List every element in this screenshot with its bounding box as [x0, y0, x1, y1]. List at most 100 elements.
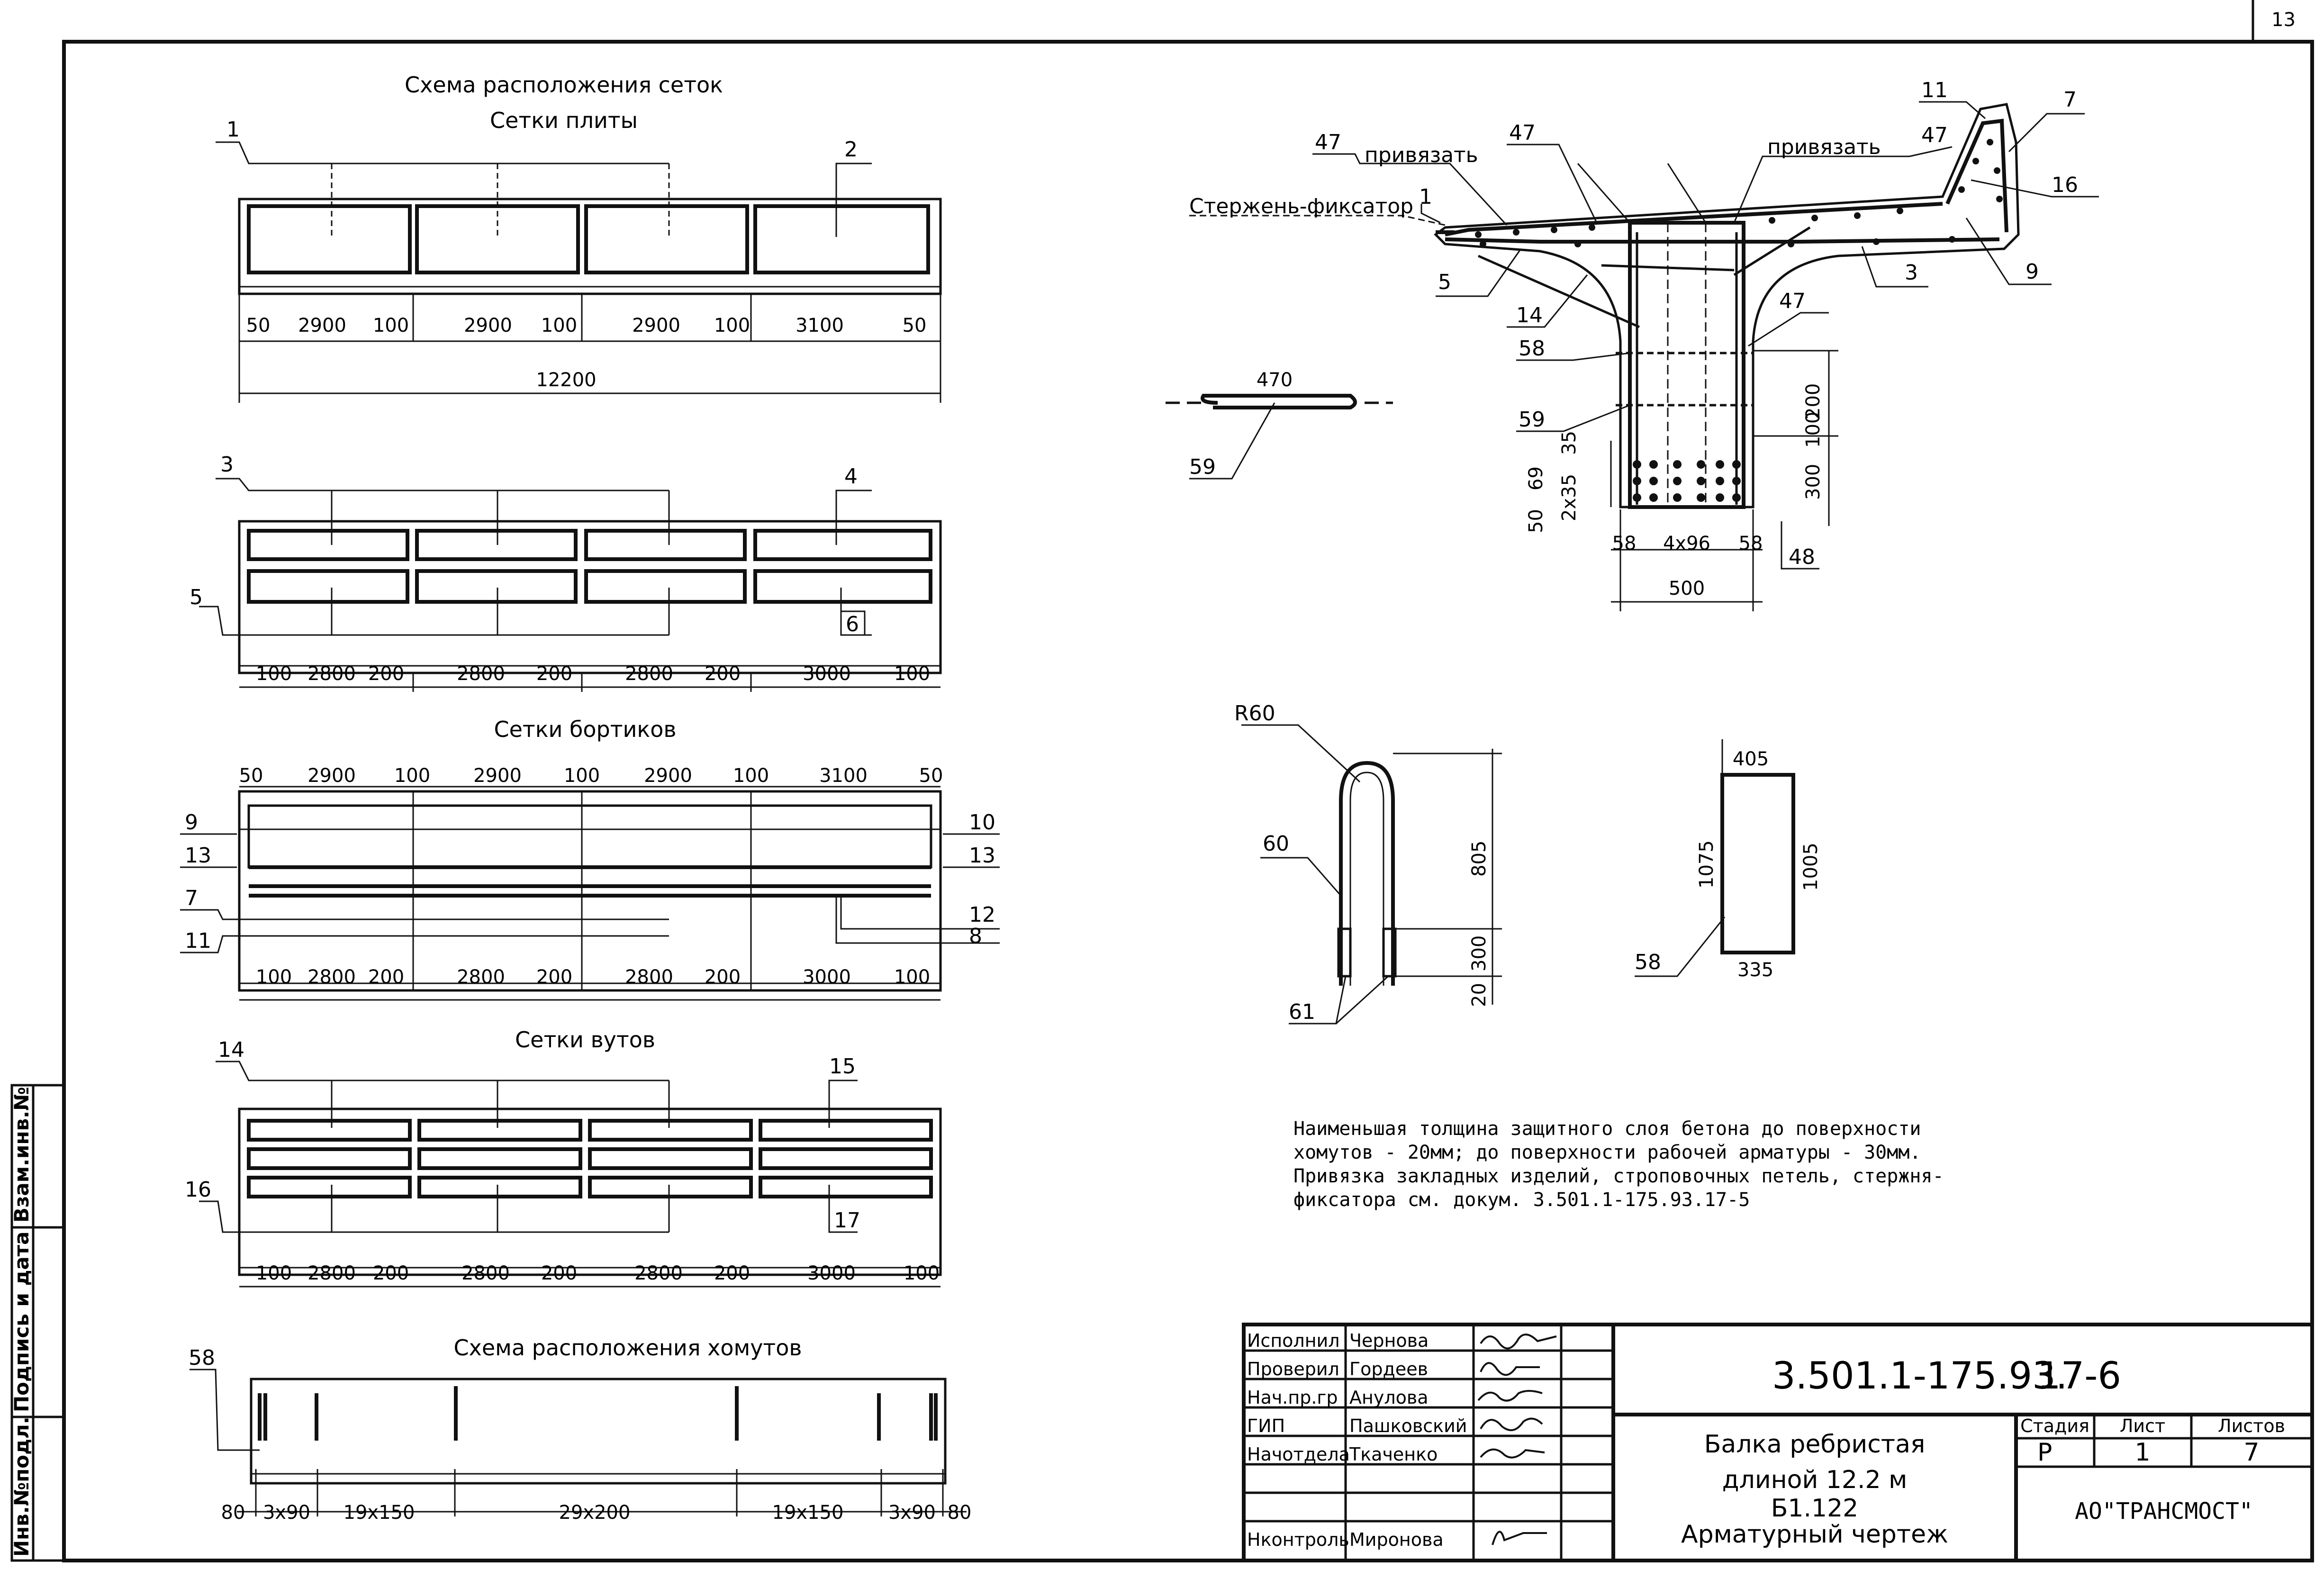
- notes: Наименьшая толщина защитного слоя бетона…: [1293, 1118, 1944, 1211]
- sheets-value: 7: [2243, 1438, 2259, 1467]
- svg-text:Балка ребристая: Балка ребристая: [1704, 1430, 1925, 1459]
- callout-2: 2: [844, 137, 858, 162]
- side-label-sign: Подпись и дата: [10, 1232, 33, 1412]
- note-line-2: хомутов - 20мм; до поверхности рабочей а…: [1293, 1142, 1921, 1163]
- section-callout-1: 1: [1419, 185, 1432, 209]
- svg-text:Гордеев: Гордеев: [1349, 1359, 1428, 1379]
- haunch-mesh-title: Сетки вутов: [515, 1027, 655, 1053]
- section-callout-16: 16: [2052, 173, 2078, 197]
- svg-text:100: 100: [564, 765, 600, 787]
- svg-text:2900: 2900: [464, 315, 512, 336]
- svg-text:100: 100: [541, 315, 577, 336]
- svg-text:3x90: 3x90: [263, 1502, 310, 1524]
- svg-text:100: 100: [894, 966, 930, 988]
- section-callout-5: 5: [1438, 270, 1451, 294]
- curb-top-dims: 50 2900 100 2900 100 2900 100 3100 50: [239, 765, 943, 787]
- svg-text:100: 100: [1802, 412, 1824, 448]
- stirrup-callout-58: 58: [189, 1346, 215, 1370]
- signatures: [1477, 1334, 1557, 1545]
- web-dims-right: 200 100 300: [1802, 383, 1824, 500]
- section-callout-14: 14: [1516, 303, 1543, 327]
- stirrup-58-width-bottom: 335: [1737, 959, 1773, 981]
- svg-text:100: 100: [373, 315, 409, 336]
- svg-text:Арматурный чертеж: Арматурный чертеж: [1681, 1520, 1948, 1549]
- doc-code: 3.501.1-175.93.: [1772, 1355, 2068, 1398]
- svg-text:58: 58: [1612, 533, 1637, 554]
- svg-text:200: 200: [1802, 383, 1824, 419]
- svg-text:3000: 3000: [803, 966, 851, 988]
- callout-4: 4: [844, 464, 858, 489]
- svg-text:300: 300: [1468, 935, 1490, 971]
- slab2-dims: 100 2800 200 2800 200 2800 200 3000 100: [256, 663, 930, 685]
- callout-1: 1: [226, 118, 240, 142]
- sheet-code: 17-6: [2037, 1355, 2121, 1398]
- svg-text:100: 100: [894, 663, 930, 685]
- loop-radius: R60: [1234, 701, 1275, 726]
- section-callout-47c: 47: [1921, 123, 1948, 147]
- sheets-label: Листов: [2218, 1416, 2285, 1436]
- lifting-loop-detail: R60 60 61 805 300 20: [1234, 701, 1502, 1025]
- svg-text:100: 100: [256, 1262, 292, 1284]
- svg-text:200: 200: [536, 663, 572, 685]
- organization: АО"ТРАНСМОСТ": [2075, 1498, 2253, 1525]
- callout-5: 5: [190, 585, 203, 609]
- svg-text:длиной 12.2 м: длиной 12.2 м: [1722, 1466, 1908, 1494]
- svg-text:3x90: 3x90: [888, 1502, 936, 1524]
- svg-text:50: 50: [903, 315, 927, 336]
- stirrup-58-height-outer: 1075: [1696, 840, 1718, 889]
- section-callout-59: 59: [1519, 408, 1545, 432]
- sheet-value: 1: [2134, 1438, 2150, 1467]
- slab-total: 12200: [536, 369, 596, 391]
- stirrup-dims: 80 3x90 19x150 29x200 19x150 3x90 80: [221, 1502, 972, 1524]
- stirrup-58-width-top: 405: [1733, 748, 1769, 770]
- svg-text:80: 80: [948, 1502, 972, 1524]
- curb-mesh: Сетки бортиков 50 2900 100 2900 100 2900…: [180, 717, 1000, 1001]
- curb-callout-7: 7: [185, 886, 198, 910]
- svg-text:Исполнил: Исполнил: [1247, 1330, 1340, 1351]
- section-callout-47b: 47: [1509, 121, 1536, 145]
- mesh-scheme-title: Схема расположения сеток: [405, 72, 723, 98]
- stage-value: Р: [2037, 1438, 2052, 1467]
- title-block: Исполнил Проверил Нач.пр.гр ГИП Начотдел…: [1242, 1323, 2314, 1562]
- svg-text:Нконтроль: Нконтроль: [1247, 1529, 1349, 1550]
- svg-text:Ткаченко: Ткаченко: [1349, 1444, 1438, 1465]
- svg-text:2800: 2800: [307, 663, 356, 685]
- note-line-1: Наименьшая толщина защитного слоя бетона…: [1293, 1118, 1921, 1140]
- svg-text:3100: 3100: [819, 765, 868, 787]
- svg-text:200: 200: [705, 966, 741, 988]
- svg-text:ГИП: ГИП: [1247, 1416, 1285, 1436]
- svg-text:50: 50: [239, 765, 263, 787]
- svg-text:300: 300: [1802, 464, 1824, 500]
- svg-text:2x35: 2x35: [1558, 474, 1580, 521]
- svg-text:200: 200: [368, 966, 404, 988]
- tie-label-1: привязать: [1365, 143, 1478, 167]
- curb-callout-12: 12: [969, 903, 995, 927]
- svg-text:Проверил: Проверил: [1247, 1359, 1339, 1379]
- stirrup-58-detail: 405 1075 1005 335 58: [1635, 739, 1822, 981]
- svg-text:2800: 2800: [461, 1262, 510, 1284]
- svg-text:2900: 2900: [644, 765, 692, 787]
- side-label-replace: Взам.инв.№: [10, 1087, 33, 1223]
- curb-callout-13-left: 13: [185, 844, 211, 868]
- svg-text:200: 200: [541, 1262, 577, 1284]
- loop-callout-60: 60: [1263, 832, 1289, 856]
- doc-title: Балка ребристая длиной 12.2 м Б1.122 Арм…: [1681, 1430, 1948, 1549]
- svg-text:3000: 3000: [803, 663, 851, 685]
- svg-text:19x150: 19x150: [772, 1502, 844, 1524]
- stirrup-58-callout: 58: [1635, 950, 1661, 974]
- svg-text:2800: 2800: [307, 966, 356, 988]
- haunch-callout-16: 16: [185, 1178, 211, 1202]
- svg-text:Пашковский: Пашковский: [1349, 1416, 1467, 1436]
- bar-59-detail: 470 59: [1166, 369, 1393, 480]
- loop-callout-61: 61: [1289, 1000, 1315, 1024]
- loop-dims: 805 300 20: [1468, 841, 1490, 1007]
- curb-callout-13-right: 13: [969, 844, 995, 868]
- section-callout-58: 58: [1519, 336, 1545, 361]
- svg-text:805: 805: [1468, 841, 1490, 877]
- svg-text:69: 69: [1525, 466, 1547, 490]
- svg-text:2800: 2800: [634, 1262, 683, 1284]
- slab-mesh-2: 3 4 5 6 100 2800 200 2800 200 2800 200 3…: [190, 453, 942, 692]
- rebar-dots: [1475, 139, 2003, 502]
- svg-text:100: 100: [394, 765, 430, 787]
